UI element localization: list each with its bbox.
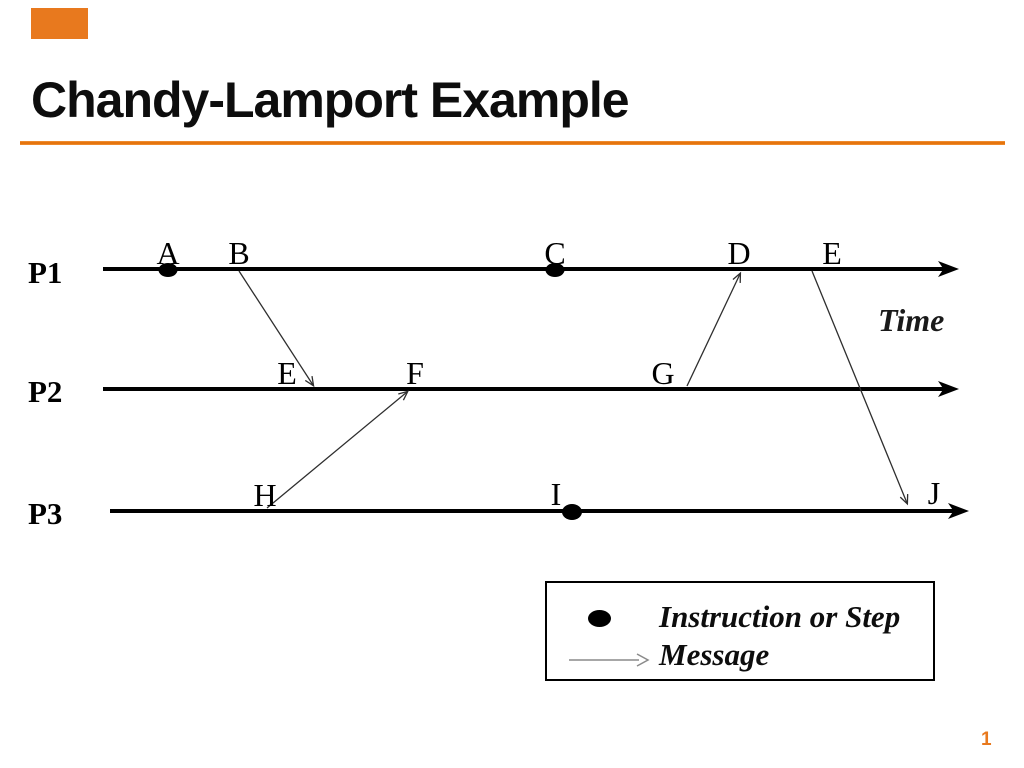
instruction-dot-c-icon — [545, 263, 565, 277]
process-label-p3: P3 — [28, 496, 62, 531]
p1-timeline-arrow-icon — [938, 261, 959, 277]
event-label-p2-e: E — [277, 355, 297, 391]
event-label-p1-c: C — [544, 235, 565, 271]
message-h-to-f — [266, 390, 410, 509]
message-b-to-e — [238, 270, 315, 388]
process-label-p2: P2 — [28, 374, 62, 409]
event-label-p1-d: D — [727, 235, 750, 271]
event-label-p3-h: H — [253, 477, 276, 513]
event-label-p2-g: G — [651, 355, 674, 391]
instruction-dot-icon — [588, 610, 611, 627]
legend-message-label: Message — [659, 637, 770, 672]
message-arrow-icon — [569, 653, 650, 667]
message-e-to-j — [811, 270, 909, 506]
instruction-dot-i-icon — [562, 504, 582, 520]
legend-instruction-label: Instruction or Step — [659, 599, 901, 634]
page-title: Chandy-Lamport Example — [31, 72, 630, 128]
event-label-p1-b: B — [228, 235, 249, 271]
instruction-dot-a-icon — [158, 263, 178, 277]
event-label-p1-a: A — [156, 235, 179, 271]
accent-bar — [31, 8, 88, 39]
page-number: 1 — [981, 729, 992, 750]
message-g-to-d — [686, 271, 742, 387]
event-label-p3-i: I — [551, 476, 562, 512]
p2-timeline-arrow-icon — [938, 381, 959, 397]
event-label-p3-j: J — [928, 475, 940, 511]
process-label-p1: P1 — [28, 255, 62, 290]
title-underline — [20, 141, 1005, 145]
event-label-p1-e: E — [822, 235, 842, 271]
time-label: Time — [878, 302, 944, 338]
legend: Instruction or Step Message — [545, 581, 935, 681]
event-label-p2-f: F — [406, 355, 424, 391]
p3-timeline-arrow-icon — [948, 503, 969, 519]
